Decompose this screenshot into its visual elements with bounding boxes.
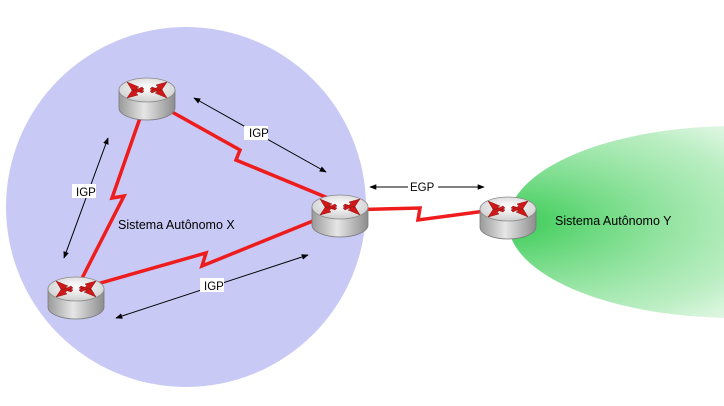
igp-label-bottom: IGP	[204, 281, 224, 293]
link-egp	[339, 206, 509, 223]
router-top	[118, 77, 176, 121]
igp-label-top: IGP	[249, 128, 269, 140]
as-y-label: Sistema Autônomo Y	[555, 214, 672, 228]
as-y-region	[508, 126, 724, 318]
router-border-y	[479, 196, 537, 240]
router-border-x	[311, 194, 369, 238]
igp-label-left: IGP	[76, 187, 96, 199]
as-x-label: Sistema Autônomo X	[118, 218, 235, 232]
egp-label: EGP	[410, 182, 435, 194]
router-bottom-left	[47, 276, 105, 320]
